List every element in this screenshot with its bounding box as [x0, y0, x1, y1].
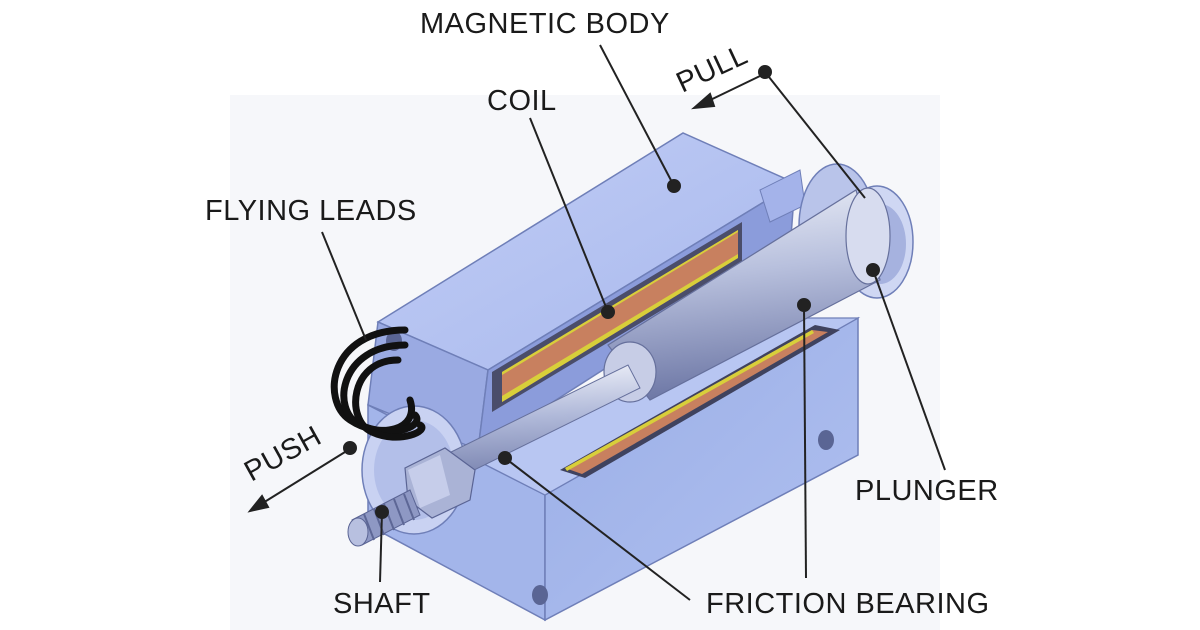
pull-arrow [690, 75, 761, 110]
label-coil: COIL [487, 85, 557, 117]
label-friction-bearing: FRICTION BEARING [706, 588, 990, 620]
label-shaft: SHAFT [333, 588, 431, 620]
leader-lines [321, 44, 946, 601]
flying-leads-wires [330, 326, 426, 441]
magnetic-body-upper [367, 132, 806, 452]
label-flying-leads: FLYING LEADS [205, 195, 417, 227]
label-magnetic-body: MAGNETIC BODY [420, 8, 670, 40]
label-plunger: PLUNGER [855, 475, 999, 507]
push-arrow [247, 451, 346, 513]
